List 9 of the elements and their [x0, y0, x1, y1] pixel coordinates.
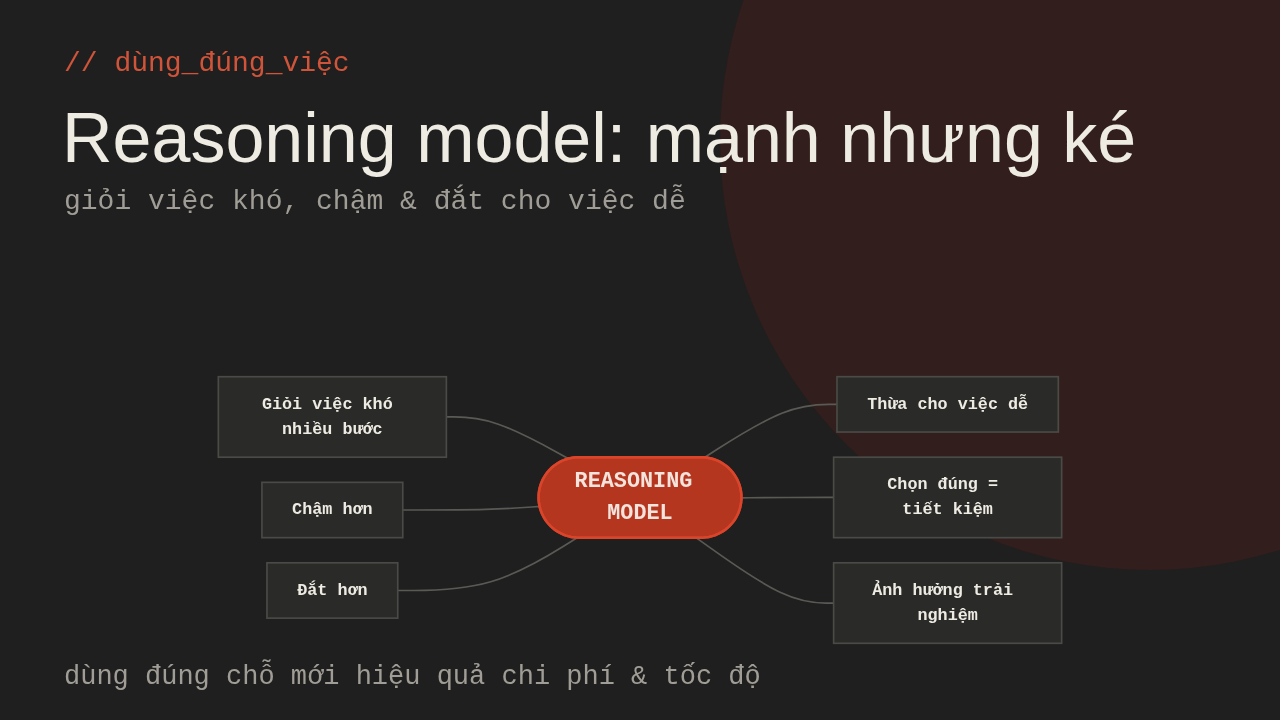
- node-box: Đắt hơn: [266, 561, 399, 619]
- node-box: Chậm hơn: [261, 481, 404, 539]
- title: Reasoning model: mạnh nhưng ké: [62, 98, 1137, 178]
- node-box: Ảnh hưởng trải nghiệm: [832, 561, 1063, 645]
- node-box: Chọn đúng = tiết kiệm: [832, 456, 1063, 539]
- node-box: Giỏi việc khó nhiều bước: [217, 375, 448, 459]
- node-box: Thừa cho việc dễ: [836, 375, 1060, 433]
- section-tag: // dùng_đúng_việc: [64, 48, 350, 79]
- subtitle: giỏi việc khó, chậm & đắt cho việc dễ: [64, 186, 686, 217]
